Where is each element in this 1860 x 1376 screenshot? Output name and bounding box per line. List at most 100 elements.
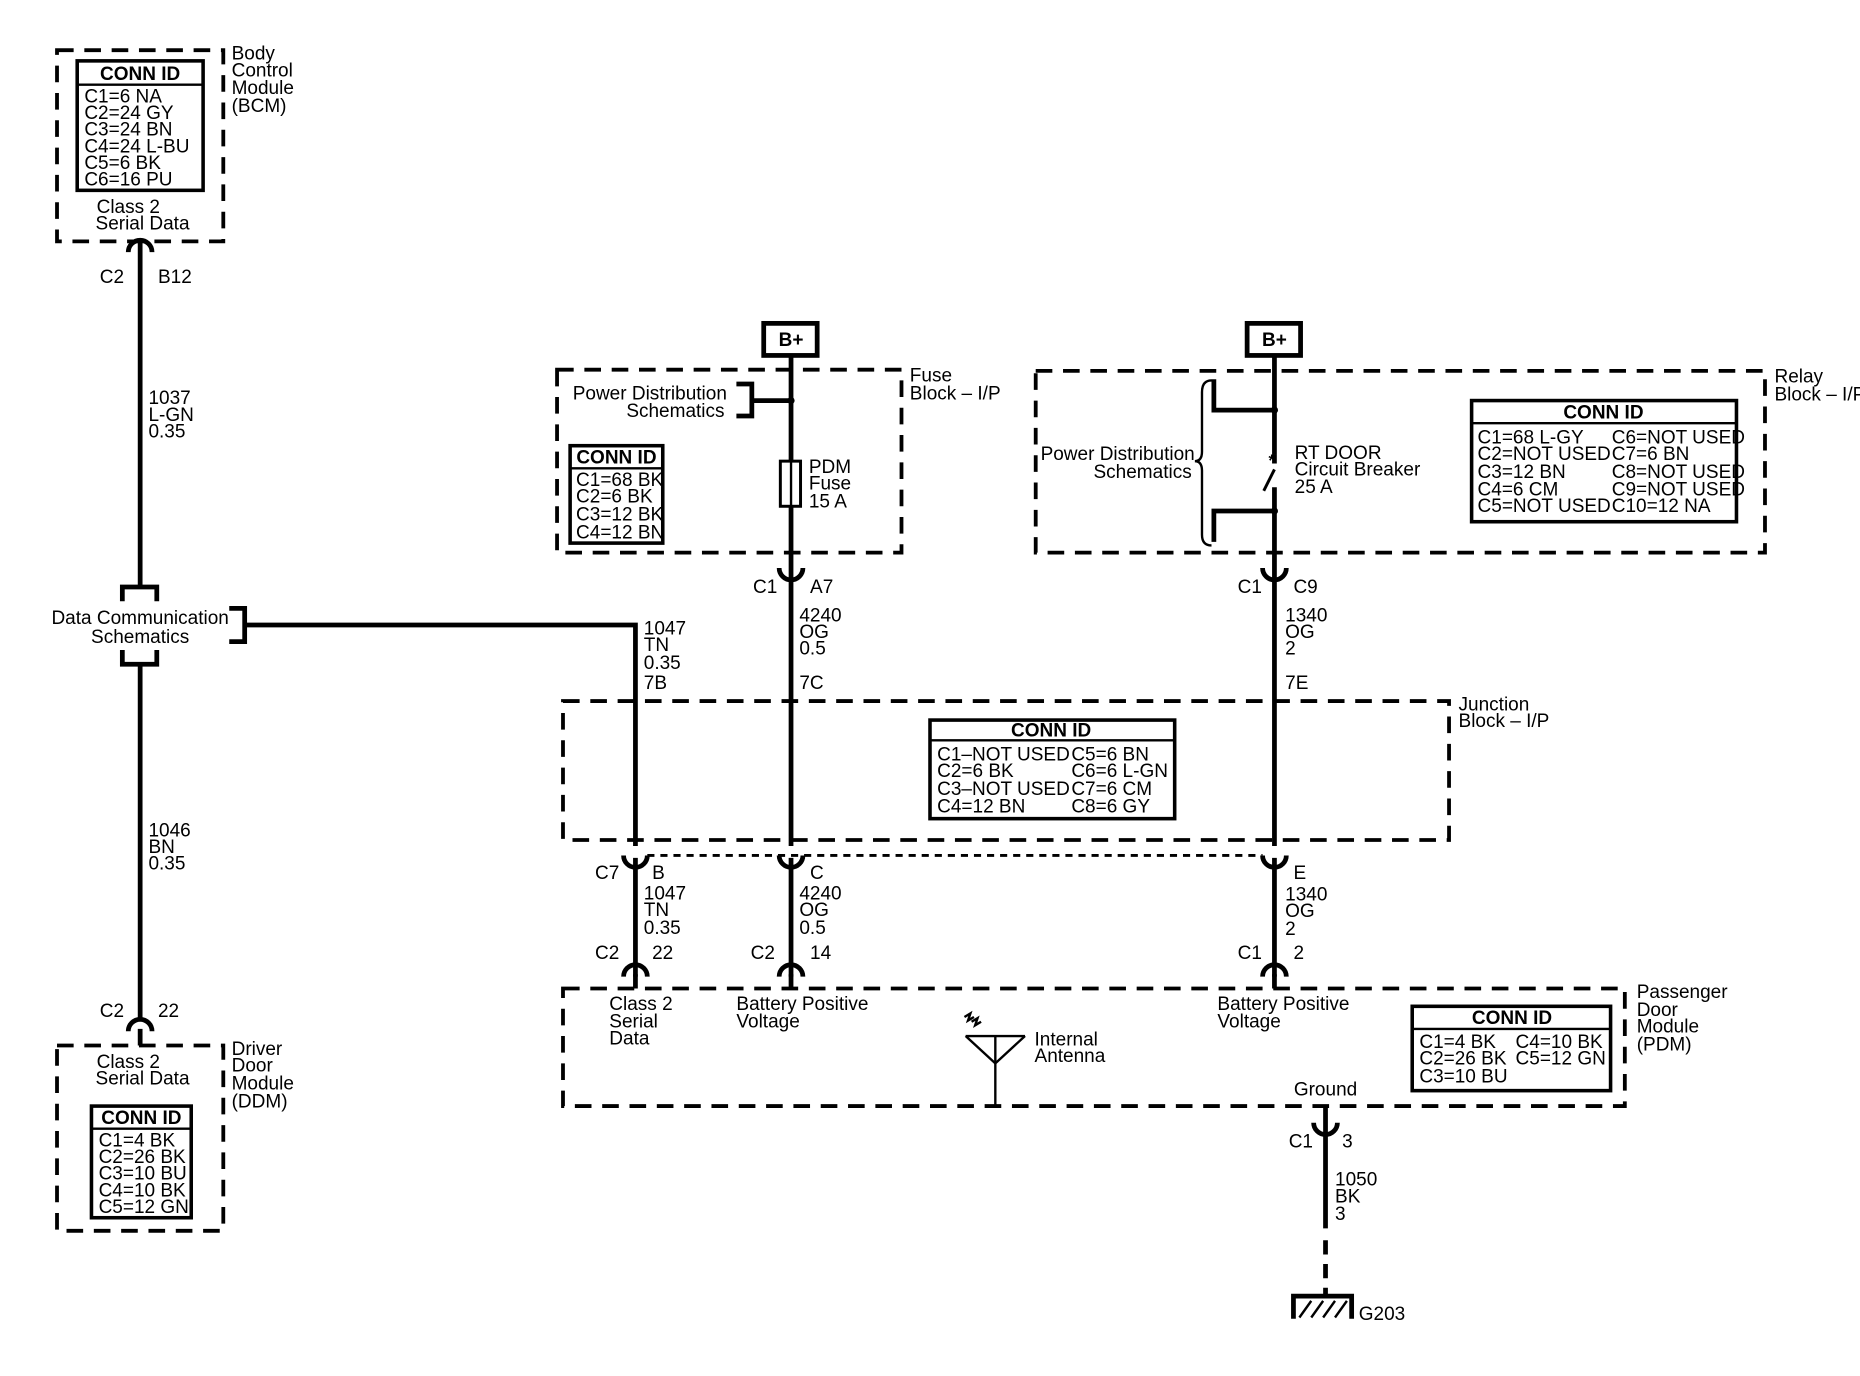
fuse-block-name: Block – I/P (910, 383, 1001, 404)
relay-conn-row: C6=NOT USED (1612, 427, 1745, 448)
ddm-signal-line: Class 2 (97, 1052, 160, 1073)
pdm-name-line: Passenger (1637, 982, 1729, 1003)
ddm-conn-row: C4=10 BK (99, 1180, 186, 1201)
ddm-signal-line: Serial Data (96, 1069, 190, 1090)
junction-conn-table (928, 718, 1177, 821)
pdm-pin-b-connector: C2 (751, 943, 775, 964)
wire-1340-top-label: 1340 (1285, 605, 1327, 626)
relay-out-pin: C9 (1293, 577, 1317, 598)
antenna-icon (963, 1010, 1026, 1107)
fuse-label: PDM (809, 457, 851, 478)
bcm-pin-number: B12 (158, 267, 192, 288)
wire-4240-top-label: 4240 (799, 605, 841, 626)
junction-conn-row: C3–NOT USED (937, 779, 1070, 800)
relay-conn-table (1469, 398, 1739, 524)
pdm-conn-row: C1=4 BK (1419, 1032, 1496, 1053)
wire-4240-top-splice: 7C (799, 673, 823, 694)
pdm-conn-row: C4=10 BK (1516, 1032, 1603, 1053)
relay-conn-row: C9=NOT USED (1612, 480, 1745, 501)
junction-block-name: Block – I/P (1459, 711, 1550, 732)
relay-conn-row: C5=NOT USED (1478, 496, 1611, 517)
ddm-name-line: (DDM) (232, 1091, 288, 1112)
fuse-conn-row: C3=12 BK (576, 505, 663, 526)
relay-conn-row: C7=6 BN (1612, 444, 1690, 465)
ddm-name-line: Driver (232, 1039, 283, 1060)
pdm-pin-c-number: 2 (1293, 943, 1304, 964)
fuse-label: Fuse (809, 474, 851, 495)
ddm-conn-row: C5=12 GN (99, 1197, 189, 1218)
bplus-label-fuse: B+ (779, 330, 804, 351)
junction-conn-title: CONN ID (1011, 721, 1091, 742)
pdm-battery1-label: Voltage (736, 1012, 799, 1033)
pdm-connector-symbol-a (621, 962, 650, 977)
pdm-ground-label: Ground (1294, 1079, 1357, 1100)
pdm-conn-row: C3=10 BU (1419, 1066, 1507, 1087)
relay-conn-row: C2=NOT USED (1478, 444, 1611, 465)
data-comm-bracket-bottom (119, 649, 160, 667)
junction-pin-e: E (1293, 863, 1306, 884)
wire-1047-bottom-label: 1047 (644, 883, 686, 904)
relay-conn-title: CONN ID (1563, 402, 1643, 423)
fuse-block-outline (555, 367, 904, 555)
pdm-conn-table (1410, 1004, 1613, 1093)
data-comm-bracket-top (119, 584, 160, 602)
pdm-pin-b-number: 14 (810, 943, 832, 964)
wire-4240-top-label: OG (799, 622, 829, 643)
ddm-conn-title: CONN ID (101, 1108, 181, 1129)
bcm-conn-row: C3=24 BN (84, 120, 172, 141)
wire-1047-top-label: 1047 (644, 619, 686, 640)
pdm-class2-label: Data (609, 1028, 650, 1049)
pdm-conn-row: C5=12 GN (1516, 1049, 1606, 1070)
junction-conn-row: C2=6 BK (937, 761, 1014, 782)
pdm-conn-row: C2=26 BK (1419, 1049, 1506, 1070)
pdm-connector-symbol-c (1260, 962, 1289, 977)
fuse-label: 15 A (809, 491, 847, 512)
junction-conn-row: C8=6 GY (1071, 797, 1150, 818)
relay-conn-row: C10=12 NA (1612, 496, 1711, 517)
fuse-splice-dot (787, 397, 795, 405)
bcm-conn-row: C4=24 L-BU (84, 136, 189, 157)
wire-1050-label: 3 (1335, 1204, 1346, 1225)
wire-1047-top (244, 622, 638, 846)
ground-id-label: G203 (1359, 1304, 1405, 1325)
wire-4240-top-label: 0.5 (799, 639, 825, 660)
wire-4240-bottom-label: OG (799, 900, 829, 921)
wire-1340-top-splice: 7E (1285, 673, 1308, 694)
pdm-battery1-label: Battery Positive (736, 994, 868, 1015)
junction-conn-row: C4=12 BN (937, 797, 1025, 818)
bcm-conn-row: C5=6 BK (84, 153, 161, 174)
relay-out-connector-symbol (1260, 567, 1289, 583)
fuse-conn-table (568, 443, 665, 545)
relay-conn-row: C8=NOT USED (1612, 462, 1745, 483)
bcm-conn-row: C1=6 NA (84, 86, 162, 107)
pdm-battery2-label: Battery Positive (1217, 994, 1349, 1015)
pdm-pin-a-connector: C2 (595, 943, 619, 964)
relay-conn-row: C4=6 CM (1478, 480, 1559, 501)
pdm-connector-symbol-b (776, 962, 806, 977)
fuse-out-connector: C1 (753, 577, 777, 598)
bplus-box-relay (1244, 320, 1303, 358)
wire-1047-bottom-label: 0.35 (644, 918, 681, 939)
bcm-module: CONN ID C1=6 NA C2=24 GY C3=24 BN C4=24 … (55, 44, 294, 244)
fuse-power-dist-label: Schematics (626, 401, 724, 422)
circuit-breaker-icon: * (1262, 451, 1277, 569)
wire-1037-label: 1037 (148, 388, 190, 409)
fuse-out-pin: A7 (810, 577, 833, 598)
ddm-conn-table (89, 1104, 194, 1220)
data-comm-bracket-right (229, 606, 248, 645)
bcm-name-line: Body (232, 44, 276, 65)
bcm-name-line: (BCM) (232, 96, 287, 117)
junction-conn-row: C5=6 BN (1071, 744, 1149, 765)
fuse-block-name: Fuse (910, 366, 952, 387)
wire-1050-label: 1050 (1335, 1170, 1377, 1191)
pdm-class2-label: Serial (609, 1012, 658, 1033)
relay-conn-row: C1=68 L-GY (1478, 427, 1584, 448)
relay-block-outline (1033, 368, 1767, 555)
bcm-signal-line: Serial Data (96, 214, 190, 235)
bcm-name-line: Module (232, 78, 294, 99)
breaker-label: RT DOOR (1295, 443, 1382, 464)
wire-1050-label: BK (1335, 1186, 1361, 1207)
pdm-class2-label: Class 2 (609, 994, 672, 1015)
relay-block-name: Relay (1774, 367, 1823, 388)
